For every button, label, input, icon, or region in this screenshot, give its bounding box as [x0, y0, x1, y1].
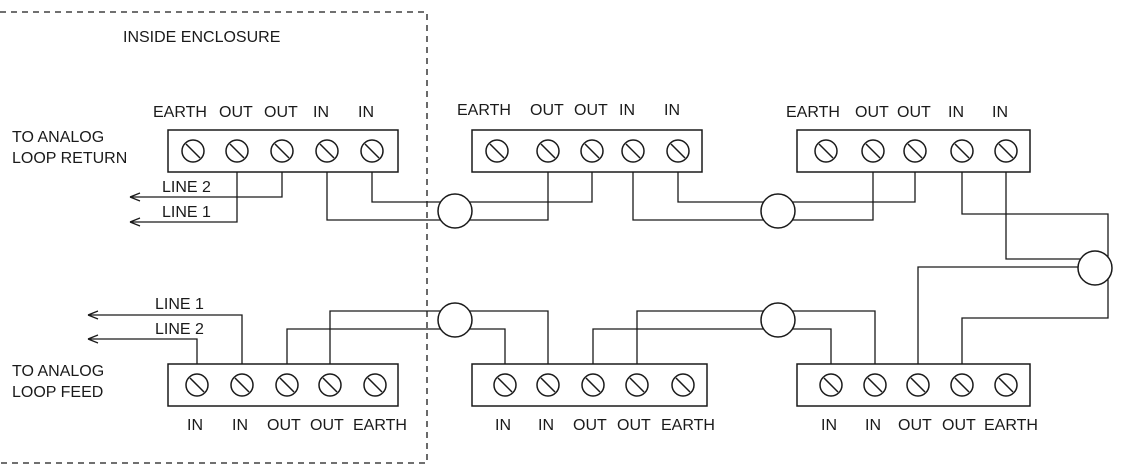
- feed-label-line-2: LOOP FEED: [12, 384, 103, 401]
- terminal-label: OUT: [267, 417, 301, 434]
- terminal-label: OUT: [897, 104, 931, 121]
- screw-slot: [497, 377, 513, 393]
- terminal-label: EARTH: [786, 104, 840, 121]
- screw-slot: [910, 377, 926, 393]
- screw-slot: [584, 143, 600, 159]
- screw-slot: [322, 377, 338, 393]
- terminal-label: OUT: [855, 104, 889, 121]
- terminal-label: IN: [948, 104, 964, 121]
- screw-slot: [954, 377, 970, 393]
- enclosure-label: INSIDE ENCLOSURE: [123, 29, 280, 46]
- isolator-top-2: [760, 193, 796, 229]
- feed-line-2-label: LINE 2: [155, 321, 204, 338]
- screw-slot: [865, 143, 881, 159]
- terminal-label: IN: [358, 104, 374, 121]
- terminal-label: OUT: [573, 417, 607, 434]
- feed-label-line-1: TO ANALOG: [12, 363, 104, 380]
- terminal-label: IN: [538, 417, 554, 434]
- screw-slot: [585, 377, 601, 393]
- return-label-line-2: LOOP RETURN: [12, 150, 127, 167]
- return-line-2-label: LINE 2: [162, 179, 211, 196]
- feed-module-1: IN IN OUT OUT EARTH: [167, 363, 407, 434]
- feed-line-1-label: LINE 1: [155, 296, 204, 313]
- terminal-label: OUT: [898, 417, 932, 434]
- return-line-1-wire: [130, 152, 238, 223]
- terminal-label: IN: [992, 104, 1008, 121]
- screw-slot: [189, 377, 205, 393]
- terminal-label: IN: [187, 417, 203, 434]
- feed-module-2: IN IN OUT OUT EARTH: [471, 363, 715, 434]
- screw-slot: [364, 143, 380, 159]
- feed-line-1-wire: [88, 314, 243, 384]
- screw-slot: [274, 143, 290, 159]
- screw-slot: [670, 143, 686, 159]
- terminal-label: EARTH: [353, 417, 407, 434]
- screw-slot: [319, 143, 335, 159]
- screw-slot: [625, 143, 641, 159]
- screw-slot: [867, 377, 883, 393]
- screw-slot: [185, 143, 201, 159]
- screw-slot: [229, 143, 245, 159]
- screw-slot: [823, 377, 839, 393]
- return-module-1: EARTH OUT OUT IN IN: [153, 104, 399, 173]
- terminal-label: OUT: [942, 417, 976, 434]
- terminal-label: EARTH: [984, 417, 1038, 434]
- screw-slot: [998, 377, 1014, 393]
- terminal-label: IN: [495, 417, 511, 434]
- return-line-1-label: LINE 1: [162, 204, 211, 221]
- terminal-label: IN: [865, 417, 881, 434]
- isolator-top-1: [437, 193, 473, 229]
- terminal-label: IN: [821, 417, 837, 434]
- terminal-label: IN: [232, 417, 248, 434]
- terminal-label: IN: [664, 102, 680, 119]
- screw-slot: [818, 143, 834, 159]
- terminal-label: OUT: [617, 417, 651, 434]
- screw-slot: [907, 143, 923, 159]
- terminal-label: OUT: [310, 417, 344, 434]
- screw-slot: [279, 377, 295, 393]
- return-module-2: EARTH OUT OUT IN IN: [457, 102, 703, 173]
- screw-slot: [367, 377, 383, 393]
- enclosure-boundary: [0, 11, 428, 464]
- terminal-label: EARTH: [661, 417, 715, 434]
- screw-slot: [489, 143, 505, 159]
- terminal-label: OUT: [530, 102, 564, 119]
- isolator-right: [1077, 250, 1113, 286]
- terminal-label: IN: [619, 102, 635, 119]
- screw-slot: [234, 377, 250, 393]
- terminal-label: OUT: [219, 104, 253, 121]
- screw-slot: [954, 143, 970, 159]
- screw-slot: [540, 143, 556, 159]
- isolator-bottom-2: [760, 302, 796, 338]
- return-label-line-1: TO ANALOG: [12, 129, 104, 146]
- screw-slot: [629, 377, 645, 393]
- terminal-label: IN: [313, 104, 329, 121]
- terminal-label: OUT: [574, 102, 608, 119]
- wires: [87, 152, 1109, 384]
- terminal-label: EARTH: [153, 104, 207, 121]
- terminal-blocks: EARTH OUT OUT IN IN EARTH OUT OUT IN IN EARTH OUT OU…: [153, 102, 1038, 434]
- screw-slot: [540, 377, 556, 393]
- terminal-label: EARTH: [457, 102, 511, 119]
- screw-slot: [675, 377, 691, 393]
- screw-slot: [998, 143, 1014, 159]
- terminal-label: OUT: [264, 104, 298, 121]
- return-module-3: EARTH OUT OUT IN IN: [786, 104, 1031, 173]
- feed-module-3: IN IN OUT OUT EARTH: [796, 363, 1038, 434]
- isolator-bottom-1: [437, 302, 473, 338]
